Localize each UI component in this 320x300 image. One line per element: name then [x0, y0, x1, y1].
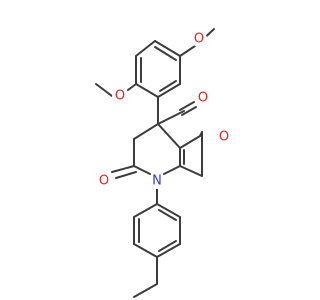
atom-n-amide: N [152, 174, 162, 189]
atom-o-methoxy-top: O [194, 32, 204, 47]
molecule-diagram: O O O O O N [95, 28, 232, 298]
bond [157, 123, 181, 149]
bond [159, 80, 177, 92]
bond [158, 209, 177, 221]
atom-labels: O O O O O N [96, 31, 232, 189]
bond [135, 40, 156, 57]
bond [127, 83, 137, 91]
bond [154, 46, 177, 61]
atom-bg [195, 90, 211, 106]
bonds-dimethoxyphenyl [95, 28, 215, 98]
bond [157, 110, 185, 125]
bond [179, 165, 203, 177]
bond [133, 123, 159, 140]
bonds-bicyclic-core [111, 96, 203, 179]
bond [199, 131, 203, 137]
bond [156, 243, 181, 258]
bond [156, 203, 181, 218]
bond [133, 283, 158, 298]
atom-bg [149, 173, 165, 189]
atom-o-methoxy-left: O [115, 89, 125, 104]
atom-o-amide: O [99, 174, 109, 189]
atom-o-ring: O [219, 130, 229, 145]
bond [154, 40, 181, 57]
atom-bg [191, 31, 207, 47]
bond [158, 240, 177, 252]
structure-svg: O O O O O N [95, 28, 232, 298]
bond [179, 135, 201, 149]
bond [163, 165, 181, 175]
bond [179, 43, 199, 57]
bonds-ethylphenyl [133, 187, 181, 298]
bond [133, 203, 158, 218]
bond [179, 101, 195, 111]
bond [157, 83, 181, 98]
bond [133, 243, 158, 258]
atom-bg [216, 129, 232, 145]
atom-o-ketone: O [198, 91, 208, 106]
bond [115, 171, 137, 179]
bond [133, 165, 151, 175]
bond [181, 106, 197, 116]
bond [135, 83, 159, 98]
atom-bg [112, 88, 128, 104]
bond [95, 83, 113, 97]
bond [111, 165, 135, 173]
atom-bg [96, 173, 112, 189]
